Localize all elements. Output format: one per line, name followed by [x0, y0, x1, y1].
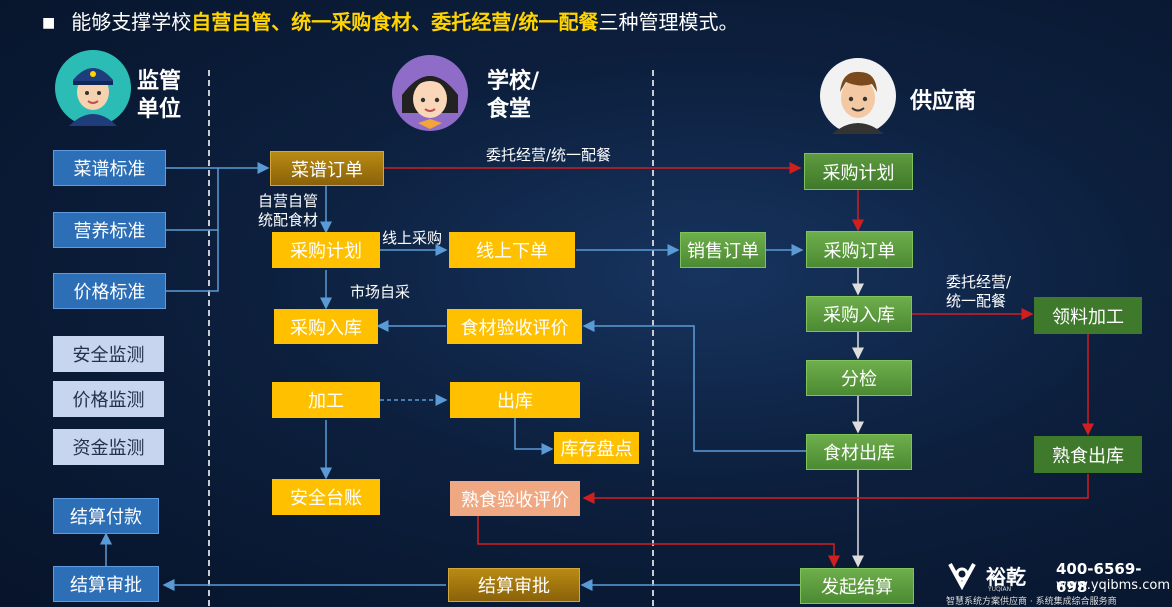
- cooked-food-outbound-box: 熟食出库: [1034, 436, 1142, 473]
- divider-right: [652, 70, 654, 606]
- menu-order-box: 菜谱订单: [270, 151, 384, 186]
- brand-slogan: 智慧系统方案供应商 · 系统集成综合服务商: [946, 597, 1117, 607]
- school-stock-in-box: 采购入库: [274, 309, 378, 344]
- header-line: ■ 能够支撑学校自营自管、统一采购食材、委托经营/统一配餐三种管理模式。: [42, 8, 739, 37]
- inventory-check-box: 库存盘点: [554, 432, 639, 464]
- entrust-top-label: 委托经营/统一配餐: [486, 146, 612, 164]
- menu-standard-box: 菜谱标准: [53, 150, 166, 186]
- settlement-approval-box-school: 结算审批: [448, 568, 580, 602]
- sorting-box: 分检: [806, 360, 912, 396]
- supplier-purchase-order-box: 采购订单: [806, 231, 913, 268]
- school-purchase-plan-box: 采购计划: [272, 232, 380, 268]
- school-title: 学校/食堂: [487, 69, 540, 122]
- brand-name-en: YUQIAN: [988, 586, 1012, 593]
- settlement-approval-box-regulator: 结算审批: [53, 566, 159, 602]
- online-purchase-label: 线上采购: [382, 229, 443, 247]
- market-purchase-label: 市场自采: [350, 283, 411, 301]
- processing-box: 加工: [272, 382, 380, 418]
- entrust-right-label-1: 委托经营/: [946, 273, 1012, 291]
- header-highlight: 自营自管、统一采购食材、委托经营/统一配餐: [191, 10, 599, 34]
- price-standard-box: 价格标准: [53, 273, 166, 309]
- supplier-purchase-plan-box: 采购计划: [804, 153, 913, 190]
- sales-order-box: 销售订单: [680, 232, 766, 268]
- outbound-box: 出库: [450, 382, 580, 418]
- fund-monitor-box: 资金监测: [53, 429, 164, 465]
- price-monitor-box: 价格监测: [53, 381, 164, 417]
- divider-left: [208, 70, 210, 606]
- bullet-icon: ■: [42, 15, 56, 31]
- school-avatar: [392, 55, 468, 131]
- material-outbound-box: 食材出库: [806, 434, 912, 470]
- self-manage-label-1: 自营自管: [258, 192, 319, 210]
- brand-name: 裕乾: [986, 565, 1026, 589]
- brand-phone: 400-6569-698: [1056, 560, 1142, 596]
- regulator-avatar: [55, 50, 131, 126]
- header-suffix: 三种管理模式。: [598, 10, 739, 34]
- supplier-stock-in-box: 采购入库: [806, 296, 912, 332]
- supplier-title: 供应商: [910, 89, 977, 114]
- self-manage-label-2: 统配食材: [258, 211, 319, 229]
- header-prefix: 能够支撑学校: [71, 10, 192, 34]
- regulator-title: 监管单位: [137, 69, 182, 122]
- brand-logo-icon: [946, 560, 980, 591]
- start-settlement-box: 发起结算: [800, 568, 914, 604]
- cooked-food-inspection-box: 熟食验收评价: [450, 481, 580, 516]
- safety-ledger-box: 安全台账: [272, 479, 380, 515]
- entrust-right-label-2: 统一配餐: [946, 292, 1007, 310]
- pick-processing-box: 领料加工: [1034, 297, 1142, 334]
- material-inspection-box: 食材验收评价: [447, 309, 582, 344]
- nutrition-standard-box: 营养标准: [53, 212, 166, 248]
- settlement-payment-box: 结算付款: [53, 498, 159, 534]
- supplier-avatar: [820, 58, 896, 134]
- brand-url: www.yqibms.com: [1056, 578, 1170, 593]
- safety-monitor-box: 安全监测: [53, 336, 164, 372]
- online-order-box: 线上下单: [449, 232, 575, 268]
